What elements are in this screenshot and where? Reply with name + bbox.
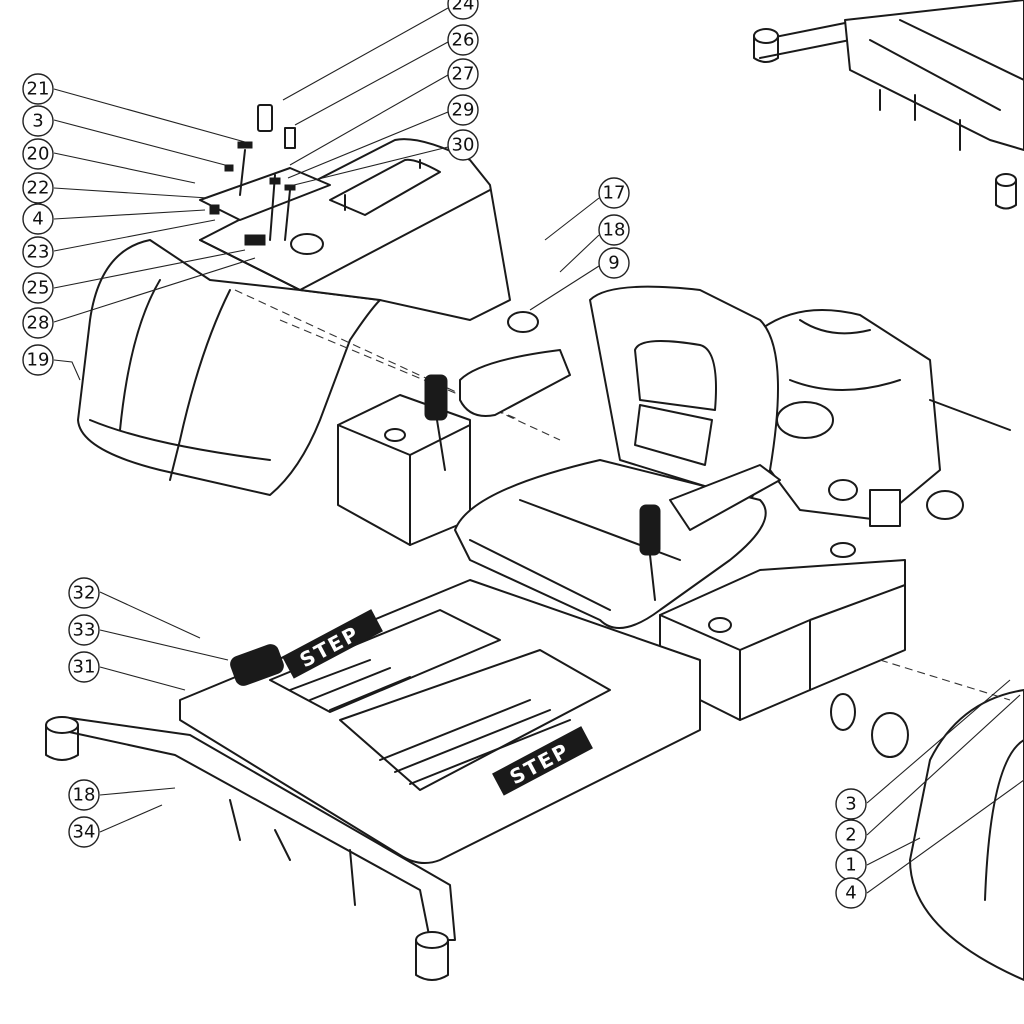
svg-text:3: 3 (32, 111, 43, 132)
callout-20: 20 (22, 138, 54, 170)
callout-33: 33 (68, 614, 100, 646)
svg-text:21: 21 (27, 79, 50, 100)
callout-4-right: 4 (835, 877, 867, 909)
svg-text:32: 32 (73, 583, 96, 604)
callout-22: 22 (22, 172, 54, 204)
leader-lines (53, 7, 1024, 894)
seat (424, 285, 781, 629)
callout-18-bottom: 18 (68, 779, 100, 811)
callout-18-top: 18 (598, 214, 630, 246)
callout-2: 2 (835, 819, 867, 851)
svg-text:18: 18 (73, 785, 96, 806)
svg-text:33: 33 (73, 620, 96, 641)
svg-text:17: 17 (603, 183, 626, 204)
left-fuel-tank (337, 394, 471, 546)
svg-text:25: 25 (27, 278, 50, 299)
svg-text:4: 4 (845, 883, 856, 904)
callout-23: 23 (22, 236, 54, 268)
callout-24: 24 (447, 0, 479, 20)
svg-text:28: 28 (27, 313, 50, 334)
svg-text:2: 2 (845, 825, 856, 846)
svg-text:1: 1 (845, 855, 856, 876)
svg-text:29: 29 (452, 100, 475, 121)
callout-27: 27 (447, 58, 479, 90)
callout-1: 1 (835, 849, 867, 881)
svg-text:27: 27 (452, 64, 475, 85)
callout-17: 17 (598, 177, 630, 209)
callout-28: 28 (22, 307, 54, 339)
callout-9: 9 (598, 247, 630, 279)
callout-34: 34 (68, 816, 100, 848)
svg-text:31: 31 (73, 657, 96, 678)
callout-26: 26 (447, 24, 479, 56)
callout-29: 29 (447, 94, 479, 126)
svg-text:23: 23 (27, 242, 50, 263)
svg-text:20: 20 (27, 144, 50, 165)
svg-text:19: 19 (27, 350, 50, 371)
svg-text:4: 4 (32, 209, 43, 230)
callout-25: 25 (22, 272, 54, 304)
callout-30: 30 (447, 129, 479, 161)
callout-19: 19 (22, 344, 54, 376)
svg-text:3: 3 (845, 794, 856, 815)
callout-3-top: 3 (22, 105, 54, 137)
svg-text:34: 34 (73, 822, 96, 843)
left-fender (77, 239, 561, 496)
callout-31: 31 (68, 651, 100, 683)
footplate: STEP STEP (179, 579, 701, 865)
engine (759, 309, 1011, 527)
callout-32: 32 (68, 577, 100, 609)
svg-text:26: 26 (452, 30, 475, 51)
svg-text:22: 22 (27, 178, 50, 199)
callout-3-right: 3 (835, 788, 867, 820)
svg-text:18: 18 (603, 220, 626, 241)
svg-text:24: 24 (452, 0, 475, 15)
svg-text:9: 9 (608, 253, 619, 274)
right-fender-tire (830, 659, 1024, 981)
front-frame-bar (45, 716, 456, 981)
right-fuel-tank (659, 542, 906, 721)
svg-text:30: 30 (452, 135, 475, 156)
callout-21: 21 (22, 73, 54, 105)
background-machine-partial (753, 0, 1024, 210)
callout-4-top: 4 (22, 203, 54, 235)
control-console (199, 104, 511, 321)
